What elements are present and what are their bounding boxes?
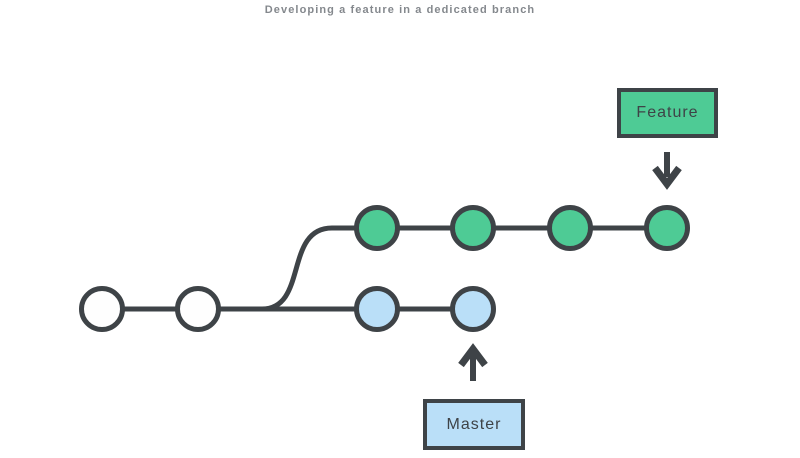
commit-node-master-3 <box>354 286 400 332</box>
diagram-title: Developing a feature in a dedicated bran… <box>264 4 536 16</box>
commit-node-master-2 <box>175 286 221 332</box>
master-branch-label: Master <box>423 399 525 450</box>
commit-node-master-1 <box>79 286 125 332</box>
commit-node-feature-4 <box>644 205 690 251</box>
commit-node-feature-1 <box>354 205 400 251</box>
commit-node-master-4 <box>450 286 496 332</box>
arrow-down-icon <box>652 152 682 190</box>
commit-node-feature-3 <box>547 205 593 251</box>
master-branch-label-text: Master <box>446 415 502 433</box>
feature-branch-line <box>261 225 667 312</box>
feature-branch-label: Feature <box>617 88 718 138</box>
feature-branch-label-text: Feature <box>636 104 699 121</box>
arrow-up-icon <box>458 343 488 381</box>
commit-node-feature-2 <box>450 205 496 251</box>
